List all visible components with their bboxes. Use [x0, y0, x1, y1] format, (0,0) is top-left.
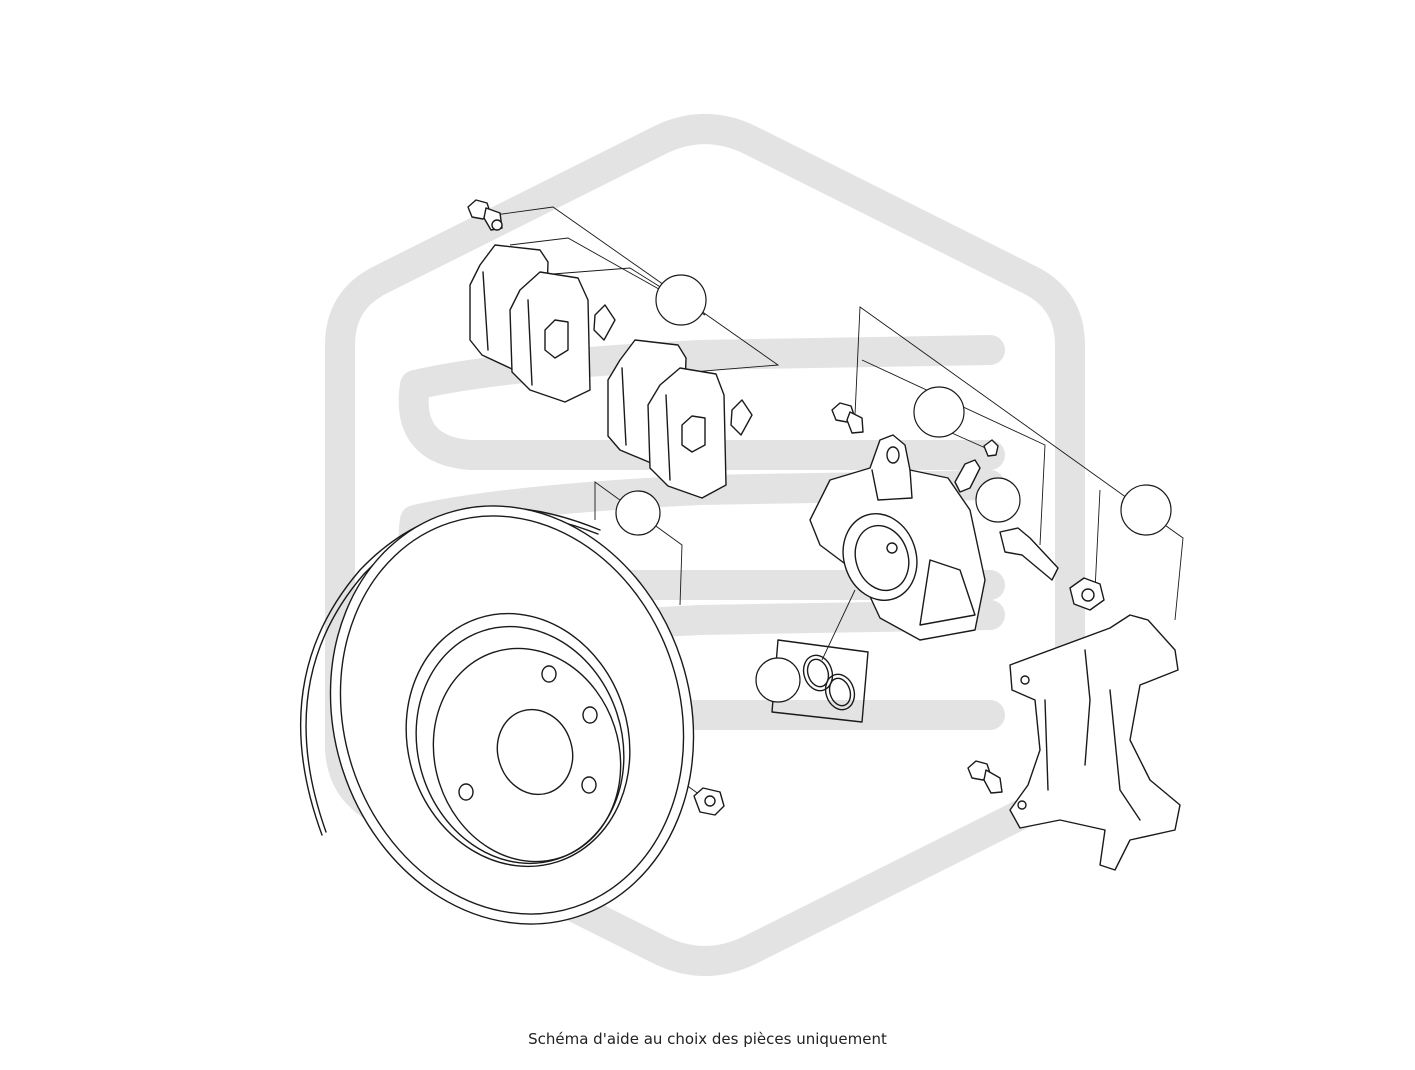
bracket-bolt: [967, 760, 1003, 794]
caliper-bolt: [831, 402, 864, 434]
pad-pin-bolt: [467, 199, 503, 231]
callout-bubbles: [615, 274, 1172, 703]
brake-pad-set-2: [607, 339, 753, 499]
callout-bleed-valve[interactable]: [975, 477, 1021, 523]
diagram-caption: Schéma d'aide au choix des pièces unique…: [528, 1030, 887, 1048]
callout-guide-pin[interactable]: [1120, 484, 1172, 536]
brake-disc: [299, 505, 695, 925]
callout-caliper-bolt[interactable]: [913, 386, 965, 438]
brake-caliper: [809, 434, 986, 641]
guide-pin: [999, 527, 1059, 581]
bleed-valve: [954, 439, 999, 493]
brake-pad-set-1: [469, 244, 616, 403]
disc-screw: [693, 787, 725, 816]
callout-seal-kit[interactable]: [755, 657, 801, 703]
nut: [1069, 577, 1105, 611]
caliper-carrier: [1009, 614, 1181, 871]
callout-brake-disc[interactable]: [615, 490, 661, 536]
callout-brake-pads[interactable]: [655, 274, 707, 326]
